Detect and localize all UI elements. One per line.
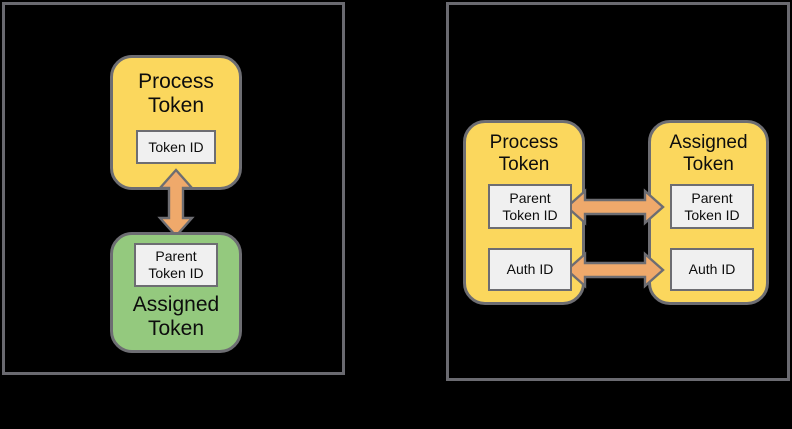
token-id-link-arrow-vertical[interactable] (157, 168, 195, 238)
card-title: Assigned Token (669, 132, 748, 175)
card-title: Process Token (138, 70, 214, 117)
left-panel-parent-token-id-chip[interactable]: Parent Token ID (134, 243, 218, 287)
right-panel-assigned-token-parent-token-id-chip[interactable]: Parent Token ID (670, 184, 754, 229)
left-panel-process-token-card[interactable]: Process Token (110, 55, 242, 190)
right-panel-assigned-token-auth-id-chip[interactable]: Auth ID (670, 248, 754, 291)
right-panel-process-token-auth-id-chip[interactable]: Auth ID (488, 248, 572, 291)
parent-token-id-link-arrow-horizontal[interactable] (565, 188, 665, 226)
card-title: Assigned Token (132, 293, 220, 340)
right-panel-process-token-parent-token-id-chip[interactable]: Parent Token ID (488, 184, 572, 229)
card-title: Process Token (489, 132, 559, 175)
auth-id-link-arrow-horizontal[interactable] (565, 251, 665, 289)
left-panel-token-id-chip[interactable]: Token ID (136, 130, 216, 164)
